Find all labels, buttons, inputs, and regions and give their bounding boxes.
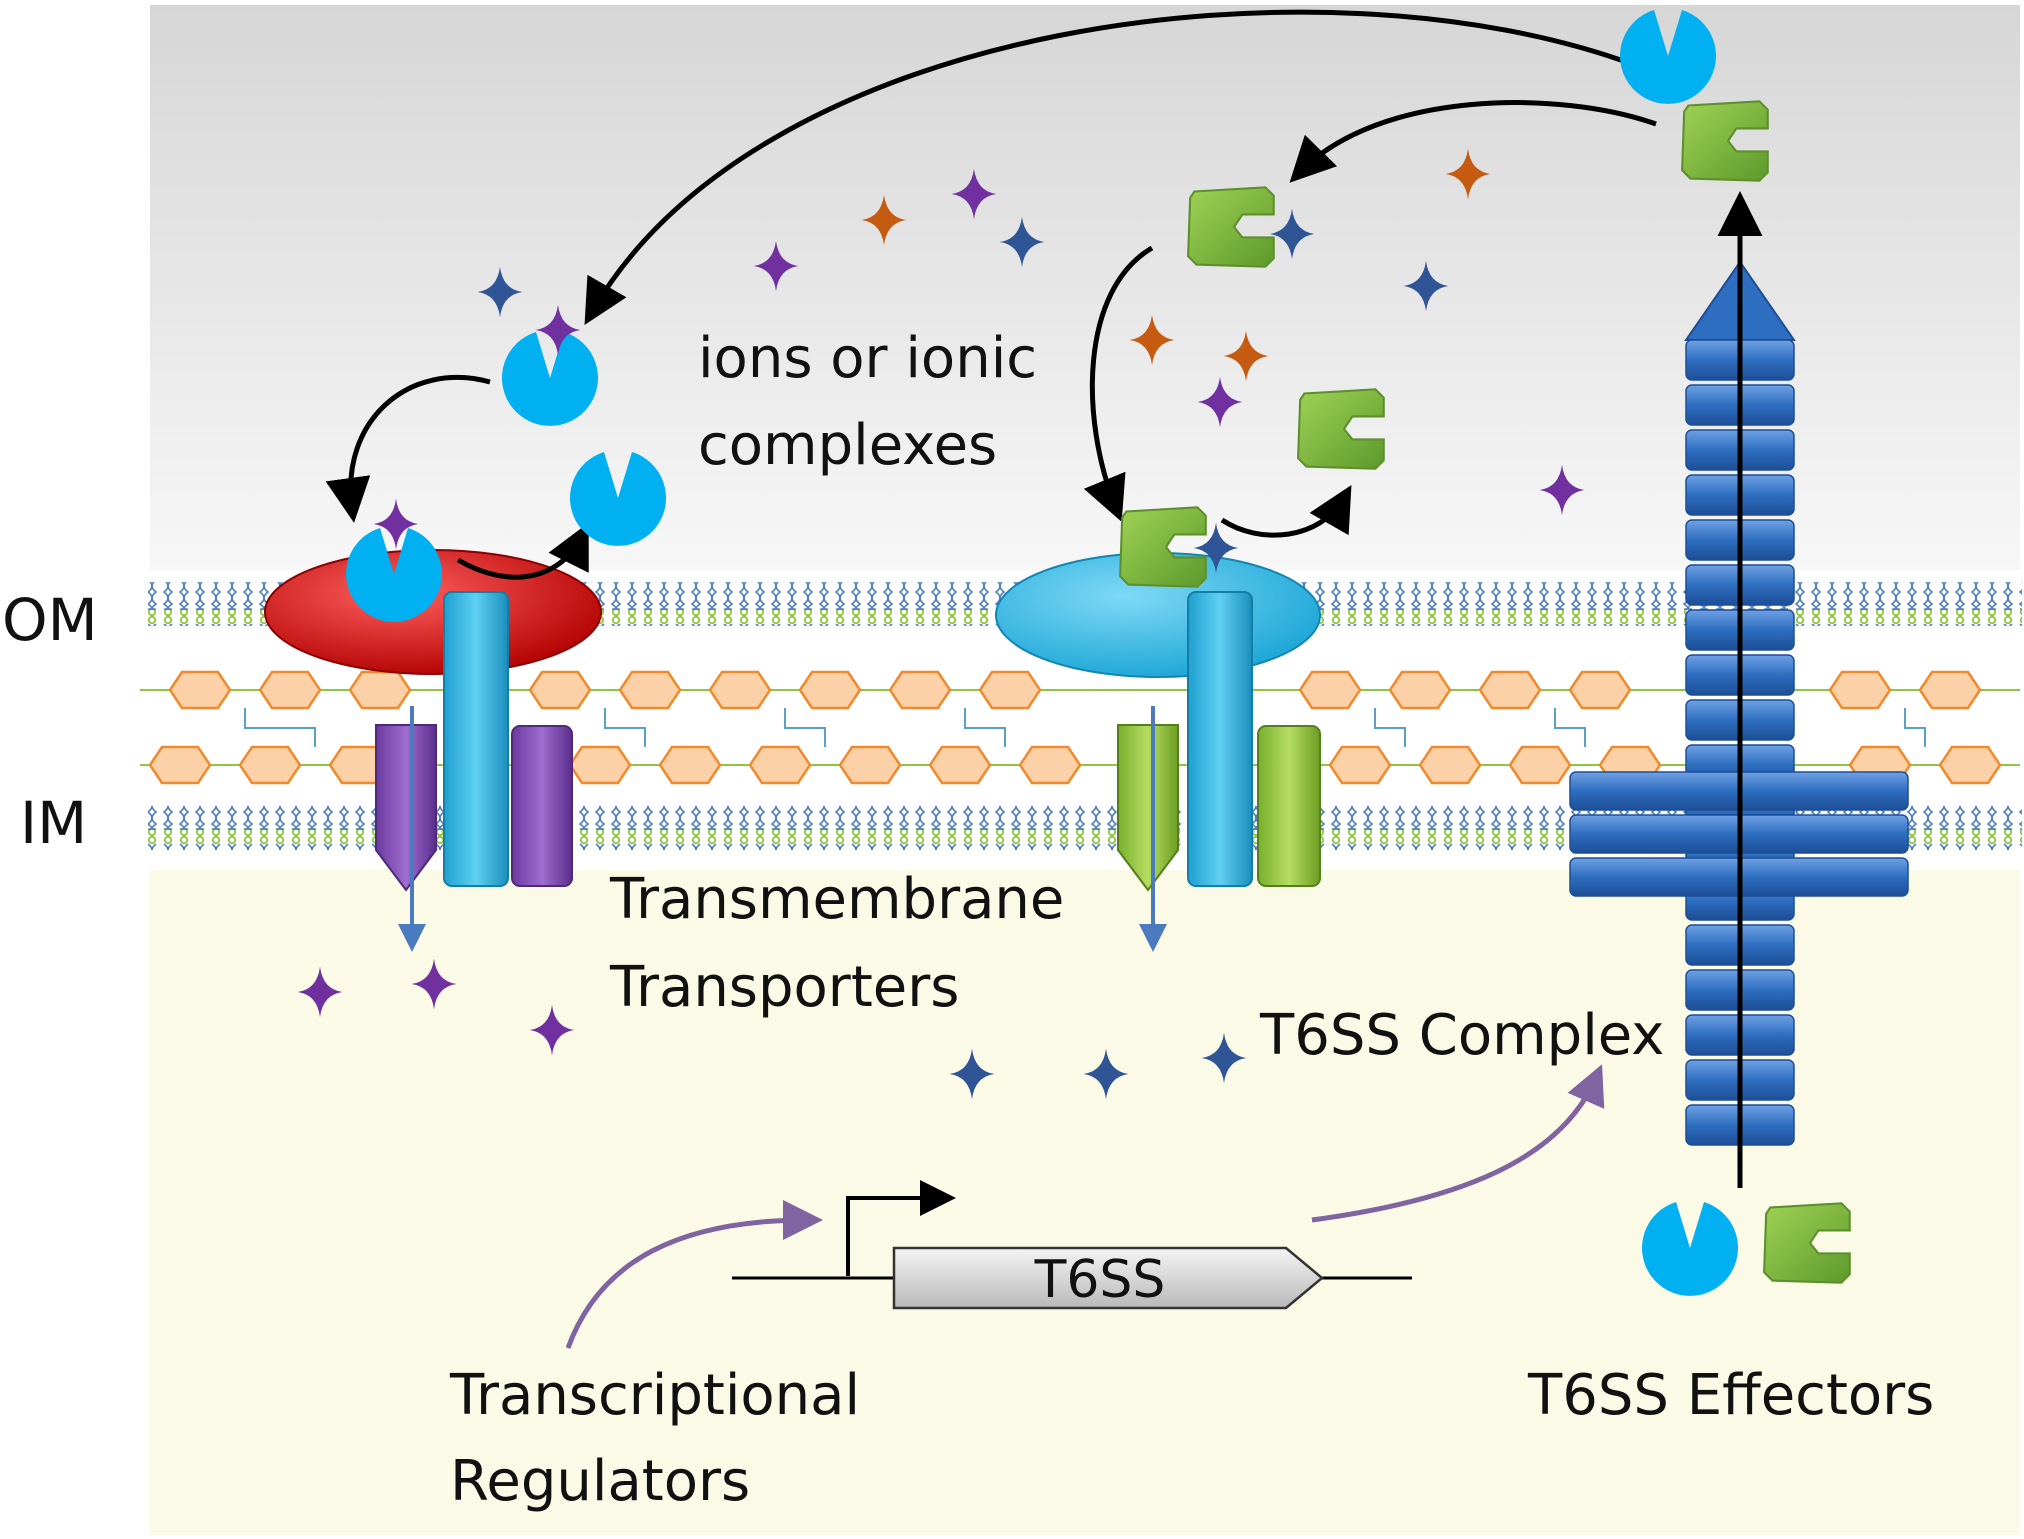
promoter-arrow (846, 1180, 956, 1276)
ions-label-line2: complexes (698, 413, 997, 478)
gene-label: T6SS (1034, 1250, 1166, 1310)
t6ss-complex-label: T6SS Complex (1259, 1003, 1664, 1068)
t6ss-effectors-label: T6SS Effectors (1527, 1363, 1934, 1428)
om-label: OM (2, 586, 98, 654)
gene-box (892, 1246, 1324, 1310)
ions-label-line1: ions or ionic (698, 326, 1037, 391)
middle-transmembrane-transporter (995, 552, 1321, 952)
t6ss-complex-structure (1569, 191, 1909, 1188)
regulators-label-line2: Regulators (450, 1449, 750, 1514)
regulators-label-line1: Transcriptional (449, 1363, 860, 1428)
transporters-label-line2: Transporters (609, 955, 959, 1020)
t6ss-gene-construct: T6SS (732, 1180, 1412, 1310)
im-label: IM (20, 789, 87, 857)
transporters-label-line1: Transmembrane (609, 867, 1064, 932)
effector-cycle-arrows (325, 9, 1657, 580)
regulation-arrows (565, 1064, 1605, 1349)
